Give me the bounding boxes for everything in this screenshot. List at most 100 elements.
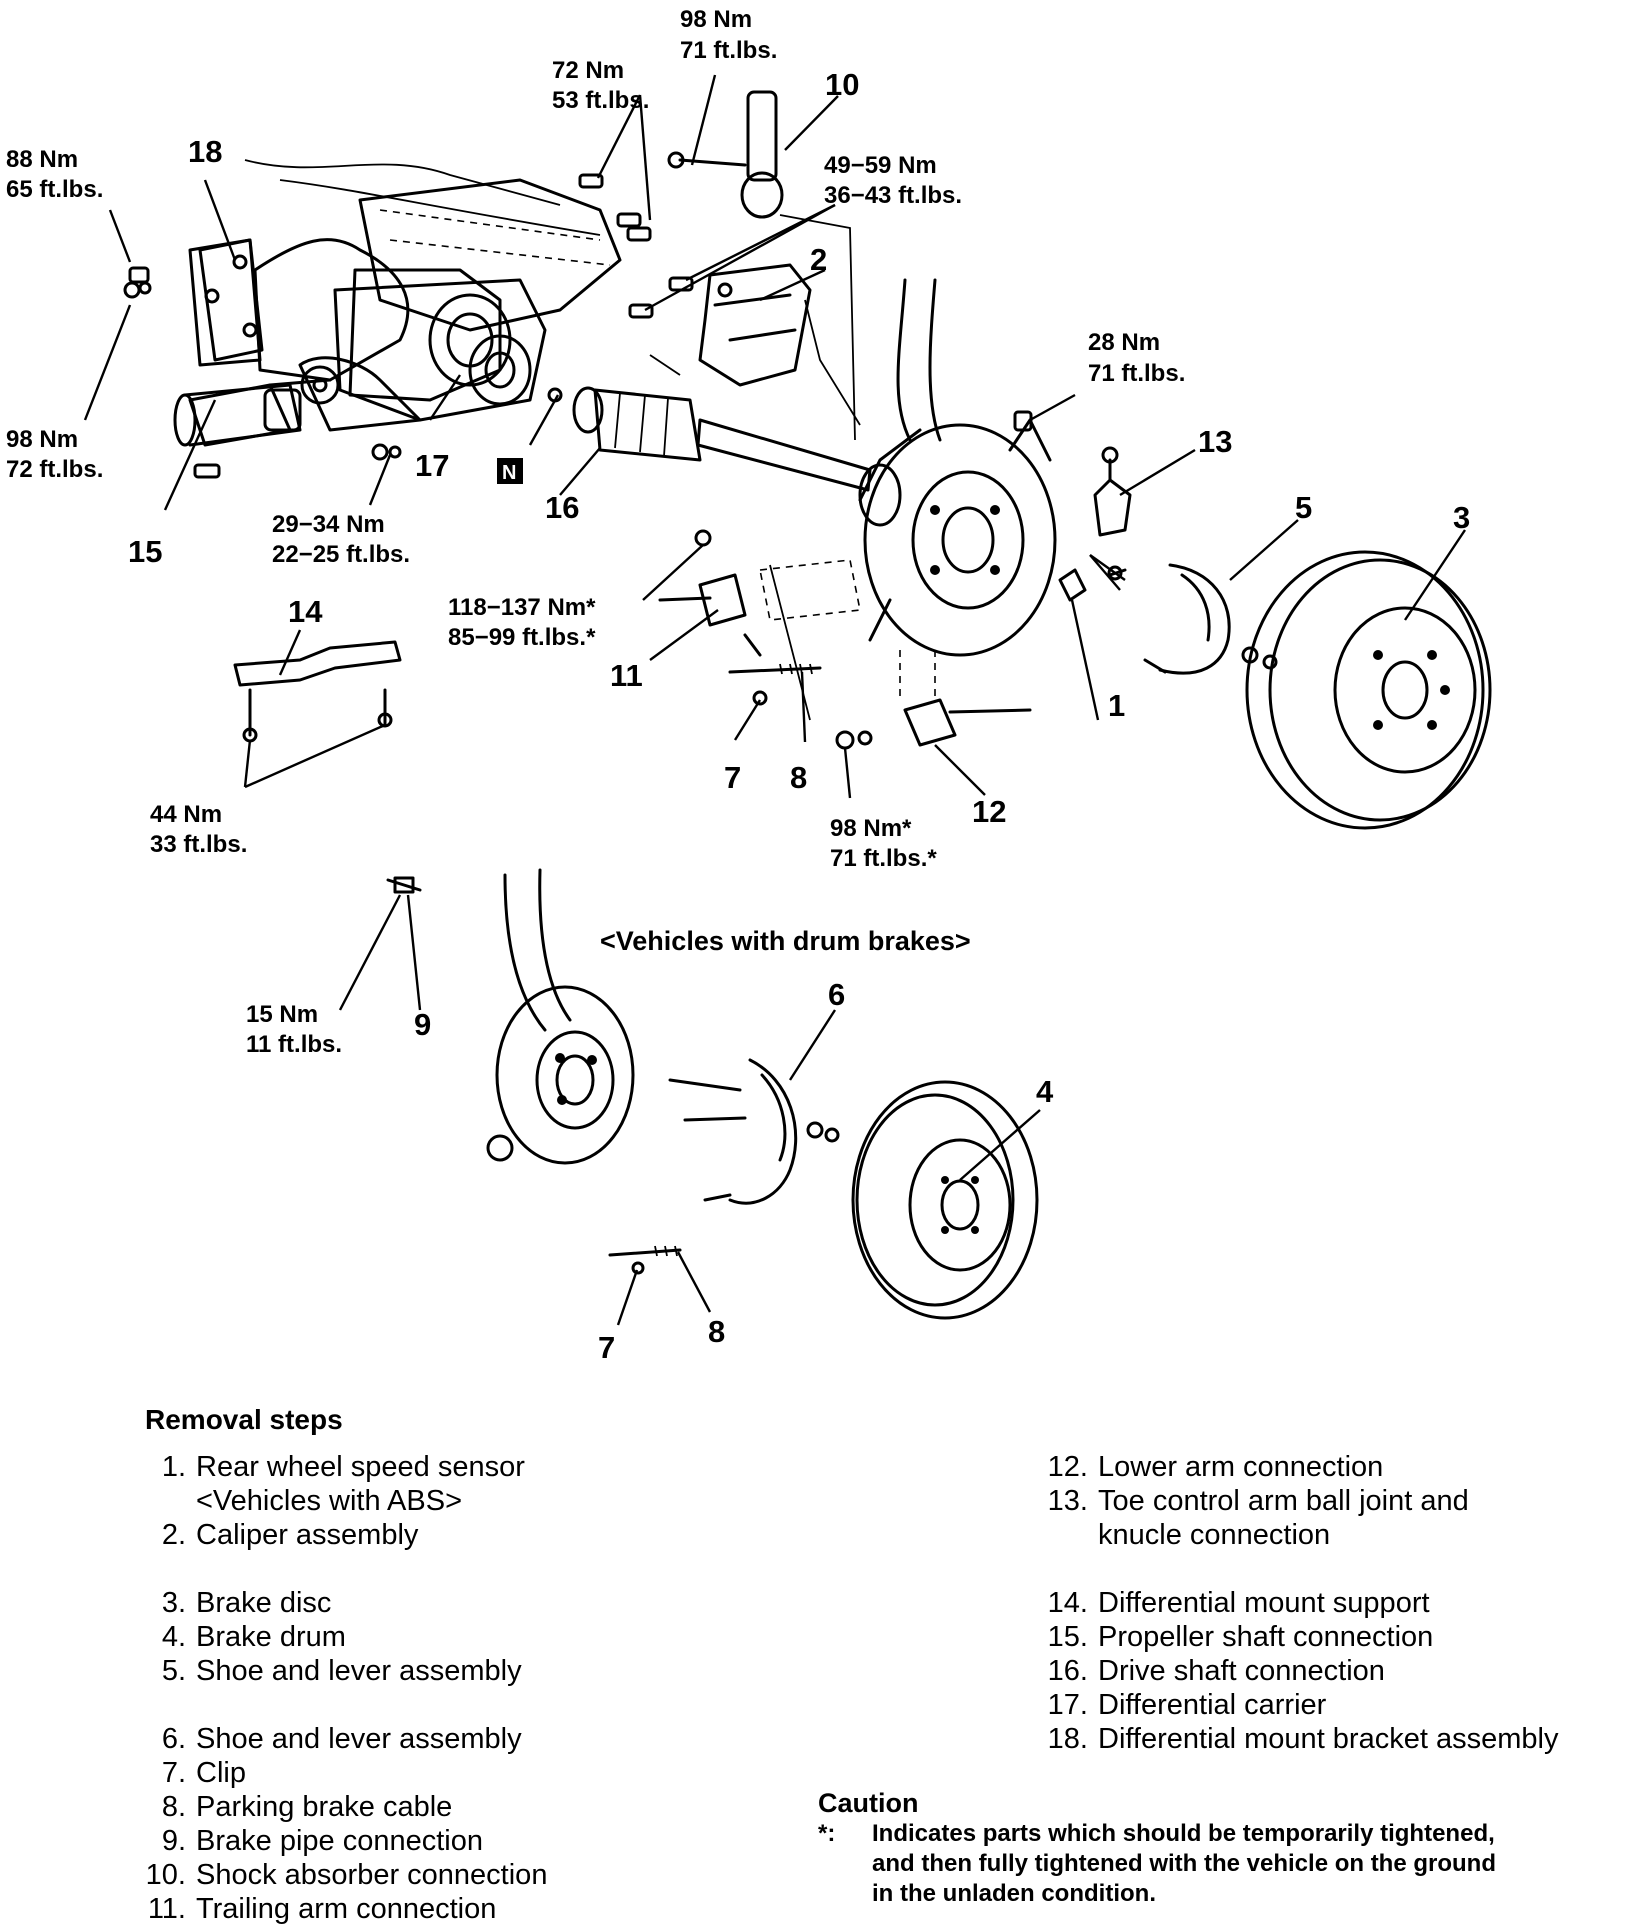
callout-7-drum: 7	[598, 1330, 615, 1365]
propeller-shaft-drawing	[173, 378, 332, 447]
torque-label-8: 118−137 Nm* 85−99 ft.lbs.*	[448, 594, 596, 651]
callout-7-disc: 7	[724, 760, 741, 795]
svg-text:118−137 Nm*: 118−137 Nm*	[448, 594, 596, 621]
torque-label-9: 44 Nm 33 ft.lbs.	[150, 801, 247, 858]
list-item: 4.Brake drum	[161, 1621, 346, 1653]
drum-backing-plate-drawing	[486, 868, 635, 1165]
list-item: 1.Rear wheel speed sensor<Vehicles with …	[161, 1451, 525, 1517]
list-item: 3.Brake disc	[161, 1587, 332, 1619]
svg-text:85−99 ft.lbs.*: 85−99 ft.lbs.*	[448, 624, 596, 651]
svg-text:71 ft.lbs.*: 71 ft.lbs.*	[830, 845, 937, 872]
svg-text:98 Nm: 98 Nm	[6, 426, 78, 453]
torque-label-6: 98 Nm 72 ft.lbs.	[6, 426, 103, 483]
caution-line-1: Indicates parts which should be temporar…	[872, 1820, 1495, 1847]
list-item: 7.Clip	[161, 1757, 246, 1789]
leader-lines	[83, 74, 1466, 1326]
drum-brakes-section-label: <Vehicles with drum brakes>	[600, 926, 971, 956]
torque-label-10: 98 Nm* 71 ft.lbs.*	[830, 815, 937, 872]
list-item: 10.Shock absorber connection	[145, 1859, 548, 1891]
caliper-drawing	[698, 263, 812, 387]
svg-text:71 ft.lbs.: 71 ft.lbs.	[1088, 360, 1185, 387]
drum-shoe-drawing	[668, 1058, 840, 1205]
list-item: 11.Trailing arm connection	[147, 1893, 497, 1925]
svg-text:72 Nm: 72 Nm	[552, 57, 624, 84]
svg-text:44 Nm: 44 Nm	[150, 801, 222, 828]
exploded-parts-diagram: 98 Nm 71 ft.lbs. 72 Nm 53 ft.lbs. 88 Nm …	[6, 6, 1492, 1365]
torque-label-7: 29−34 Nm 22−25 ft.lbs.	[272, 511, 410, 568]
list-spacer	[1022, 1552, 1642, 1586]
callout-5: 5	[1295, 490, 1312, 525]
mount-support-drawing	[233, 640, 402, 743]
callout-15: 15	[128, 534, 162, 569]
caution-line-2: and then fully tightened with the vehicl…	[872, 1850, 1496, 1877]
svg-text:29−34 Nm: 29−34 Nm	[272, 511, 385, 538]
callout-14: 14	[288, 594, 323, 629]
legend-panel: Removal steps 1.Rear wheel speed sensor<…	[0, 1380, 1648, 1928]
knuckle-hub-drawing	[858, 278, 1057, 657]
caution-body: *: Indicates parts which should be tempo…	[818, 1819, 1648, 1909]
callout-8-disc: 8	[790, 760, 807, 795]
list-item: 18.Differential mount bracket assembly	[1047, 1723, 1559, 1755]
svg-text:33 ft.lbs.: 33 ft.lbs.	[150, 831, 247, 858]
callout-16: 16	[545, 490, 579, 525]
callout-11: 11	[610, 658, 643, 693]
svg-text:98 Nm: 98 Nm	[680, 6, 752, 33]
list-item: 2.Caliper assembly	[161, 1519, 419, 1551]
list-spacer	[120, 1552, 680, 1586]
list-item: 8.Parking brake cable	[161, 1791, 453, 1823]
brake-disc-drawing	[1241, 550, 1492, 830]
svg-text:49−59 Nm: 49−59 Nm	[824, 152, 937, 179]
svg-text:72 ft.lbs.: 72 ft.lbs.	[6, 456, 103, 483]
list-item: 5.Shoe and lever assembly	[161, 1655, 522, 1687]
list-item: 16.Drive shaft connection	[1047, 1655, 1385, 1687]
list-item: 17.Differential carrier	[1047, 1689, 1327, 1721]
torque-label-1: 98 Nm 71 ft.lbs.	[680, 6, 777, 64]
mount-bracket-drawing	[198, 238, 264, 362]
removal-steps-right: 12.Lower arm connection 13.Toe control a…	[1022, 1450, 1642, 1756]
callout-18: 18	[188, 134, 222, 169]
removal-steps-title: Removal steps	[145, 1404, 343, 1435]
svg-text:28 Nm: 28 Nm	[1088, 329, 1160, 356]
svg-text:98 Nm*: 98 Nm*	[830, 815, 912, 842]
drum-parking-cable-drawing	[608, 1245, 682, 1275]
trailing-arm-drawing	[658, 529, 861, 657]
svg-text:53 ft.lbs.: 53 ft.lbs.	[552, 87, 649, 114]
torque-label-4: 49−59 Nm 36−43 ft.lbs.	[824, 152, 962, 209]
callout-9: 9	[414, 1007, 431, 1042]
callout-13: 13	[1198, 424, 1232, 459]
caution-title: Caution	[818, 1788, 919, 1818]
ball-joint-drawing	[1093, 446, 1132, 537]
svg-text:11 ft.lbs.: 11 ft.lbs.	[246, 1031, 342, 1058]
list-item: 9.Brake pipe connection	[161, 1825, 483, 1857]
torque-label-3: 88 Nm 65 ft.lbs.	[6, 146, 103, 203]
callout-12: 12	[972, 794, 1006, 829]
removal-steps-left: 1.Rear wheel speed sensor<Vehicles with …	[120, 1450, 680, 1926]
list-item: 15.Propeller shaft connection	[1047, 1621, 1434, 1653]
caution-line-3: in the unladen condition.	[872, 1880, 1156, 1907]
svg-text:15 Nm: 15 Nm	[246, 1001, 318, 1028]
callout-1: 1	[1108, 688, 1125, 723]
svg-text:88 Nm: 88 Nm	[6, 146, 78, 173]
callout-17: 17	[415, 448, 449, 483]
brake-pipe-drawing	[386, 876, 422, 894]
callout-4: 4	[1036, 1074, 1054, 1109]
speed-sensor-drawing	[1058, 565, 1127, 602]
shoe-lever-drawing	[1143, 563, 1231, 675]
list-spacer	[120, 1688, 680, 1722]
torque-label-5: 28 Nm 71 ft.lbs.	[1088, 329, 1185, 387]
torque-label-11: 15 Nm 11 ft.lbs.	[246, 1001, 342, 1058]
svg-text:36−43 ft.lbs.: 36−43 ft.lbs.	[824, 182, 962, 209]
list-item: 6.Shoe and lever assembly	[161, 1723, 522, 1755]
callout-10: 10	[825, 67, 859, 102]
list-item: 14.Differential mount support	[1047, 1587, 1430, 1619]
brake-drum-drawing	[851, 1080, 1039, 1320]
callout-3: 3	[1453, 500, 1470, 535]
callout-8-drum: 8	[708, 1314, 725, 1349]
drive-shaft-drawing	[572, 386, 902, 527]
caution-mark: *:	[818, 1820, 836, 1847]
torque-label-2: 72 Nm 53 ft.lbs.	[552, 57, 649, 114]
shock-absorber-drawing	[667, 90, 784, 219]
svg-text:N: N	[502, 462, 516, 484]
fastener-drawings	[123, 173, 1033, 479]
